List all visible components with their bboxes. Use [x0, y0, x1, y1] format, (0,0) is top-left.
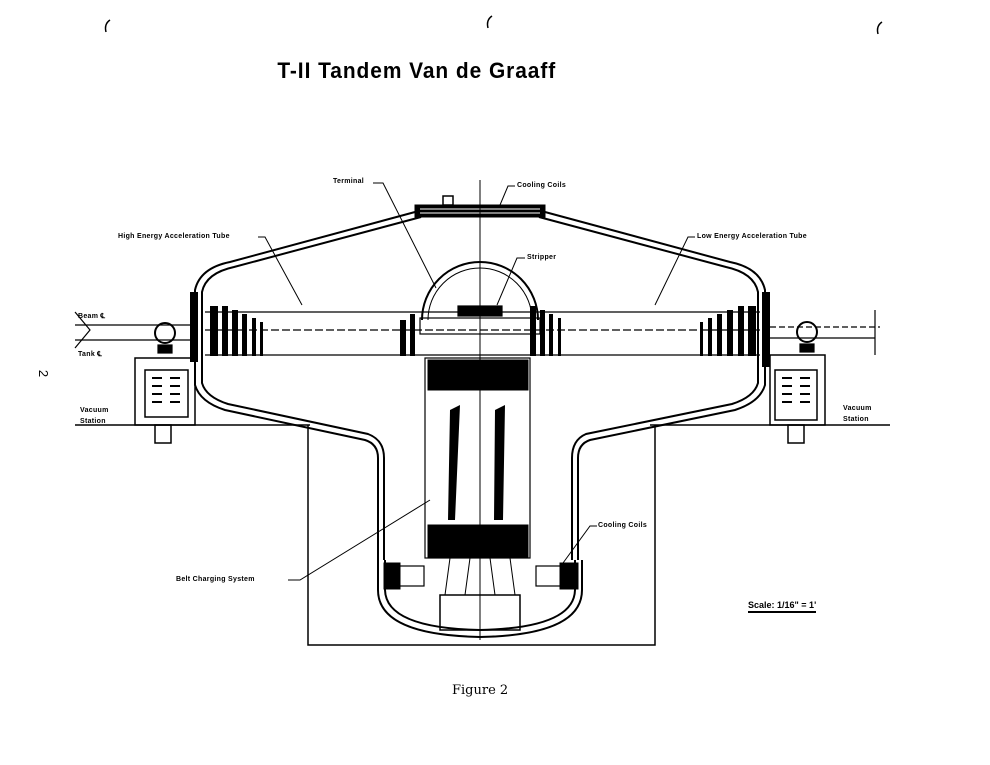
label-vacuum-station-left: Vacuum Station: [80, 407, 109, 425]
label-cooling-coils-top: Cooling Coils: [517, 182, 567, 189]
label-low-energy-tube: Low Energy Acceleration Tube: [697, 233, 807, 240]
label-beam-centerline: Beam ℄: [78, 313, 106, 320]
label-tank-centerline: Tank ℄: [78, 351, 103, 358]
corner-mark: [486, 15, 493, 29]
pit-walls: [307, 425, 656, 646]
scale-note: Scale: 1/16" = 1': [748, 600, 817, 613]
beam-line-right: [770, 310, 880, 355]
tube-ring-stacks: [210, 306, 756, 356]
right-flange: [762, 292, 770, 367]
corner-mark: [876, 21, 883, 35]
drawing-title: T-II Tandem Van de Graaff: [277, 58, 557, 83]
figure-caption: Figure 2: [452, 683, 509, 698]
page-number: 2: [36, 369, 52, 378]
label-vacuum-station-right: Vacuum Station: [843, 405, 872, 423]
charging-column: [383, 357, 579, 631]
leader-lines: [258, 182, 695, 581]
beam-line-left: [74, 311, 190, 354]
left-flange: [190, 292, 198, 362]
label-terminal: Terminal: [333, 178, 365, 185]
vacuum-station-right: [769, 354, 826, 444]
acceleration-tubes: [205, 305, 760, 356]
vacuum-station-left: [134, 357, 196, 444]
label-high-energy-tube: High Energy Acceleration Tube: [118, 233, 230, 240]
label-stripper: Stripper: [527, 254, 557, 261]
label-belt-charging-system: Belt Charging System: [176, 576, 255, 583]
corner-mark: [104, 19, 111, 33]
label-cooling-coils-bottom: Cooling Coils: [598, 522, 648, 529]
